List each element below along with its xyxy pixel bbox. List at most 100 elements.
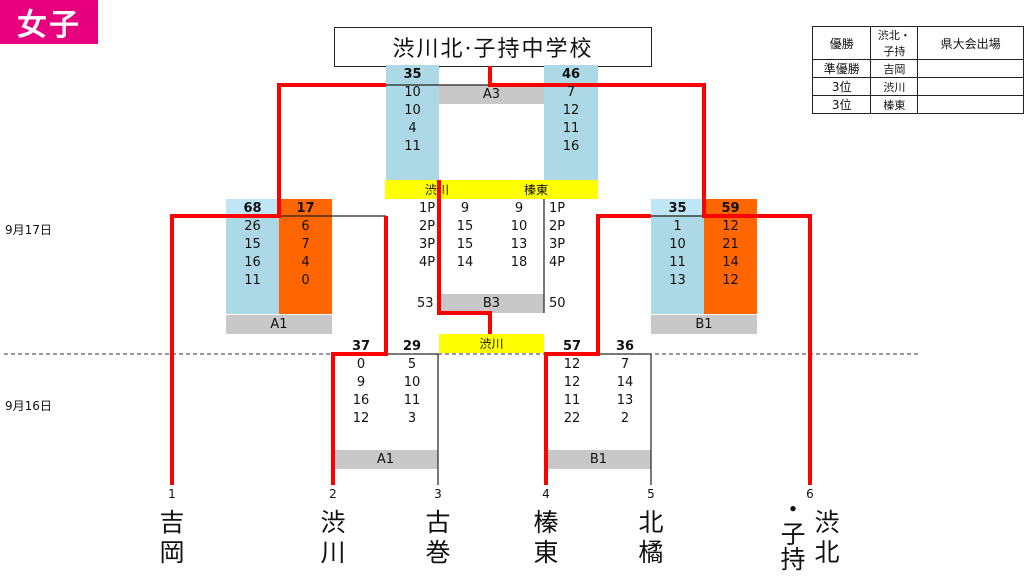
team-name-shibukawa: 渋 川 xyxy=(316,508,350,568)
score-period: 10 xyxy=(404,85,421,100)
team-name-char: 東 xyxy=(533,538,559,567)
semi-a-left-top-bg xyxy=(226,199,279,215)
team-number: 6 xyxy=(806,487,814,501)
score-total: 46 xyxy=(561,67,581,82)
rank-cell: 準優勝 xyxy=(811,59,872,78)
team-name-char: ・ xyxy=(780,495,806,524)
final-left-scores: 35 10 10 4 11 xyxy=(386,66,439,156)
final-right-scores: 46 7 12 11 16 xyxy=(544,66,598,156)
score-period: 15 xyxy=(456,219,474,234)
game-label-a1-lower: A1 xyxy=(333,450,438,469)
score-period: 10 xyxy=(403,375,421,390)
b3-period-labels-right: 1P 2P 3P 4P xyxy=(544,200,570,272)
score-period: 11 xyxy=(404,139,421,154)
period-label: 3P xyxy=(418,237,436,252)
score-period: 16 xyxy=(562,139,580,154)
table-row: 3位 榛東 xyxy=(811,95,1024,114)
score-period: 16 xyxy=(244,255,261,270)
score-total: 59 xyxy=(721,201,740,216)
period-label: 1P xyxy=(418,201,436,216)
score-period: 14 xyxy=(456,255,474,270)
semi-a-right-bg xyxy=(279,199,332,314)
score-period: 13 xyxy=(616,393,634,408)
score-period: 3 xyxy=(407,411,417,426)
score-total: 29 xyxy=(402,339,422,354)
score-period: 12 xyxy=(562,103,580,118)
page-title: 渋川北·子持中学校 xyxy=(334,27,652,67)
score-total: 68 xyxy=(243,201,262,216)
team-name-char: 吉 xyxy=(159,508,185,537)
score-period: 18 xyxy=(510,255,528,270)
score-period: 7 xyxy=(566,85,576,100)
team-number: 3 xyxy=(434,487,442,501)
semi-b-left-bg xyxy=(651,215,704,314)
semi-b-left-scores: 35 1 10 11 13 xyxy=(651,200,704,290)
score-period: 11 xyxy=(669,255,686,270)
score-total: 57 xyxy=(562,339,582,354)
final-left-bg xyxy=(386,65,439,180)
team-name-char: 持 xyxy=(780,545,806,574)
score-period: 4 xyxy=(408,121,417,136)
score-period: 10 xyxy=(669,237,686,252)
semi-a-right-scores: 17 6 7 4 0 xyxy=(279,200,332,290)
score-period: 10 xyxy=(404,103,421,118)
team-cell: 渋北・子持 xyxy=(870,26,919,60)
semi-a-left-bg xyxy=(226,215,279,314)
team-name-char: 川 xyxy=(320,538,346,567)
game-label-b1-upper: B1 xyxy=(651,315,757,334)
team-name-hokkitsu: 北 橘 xyxy=(634,508,668,568)
score-total: 35 xyxy=(403,67,422,82)
team-number: 5 xyxy=(647,487,655,501)
b3-winner-banner: 渋川 xyxy=(439,334,544,353)
score-period: 11 xyxy=(244,273,261,288)
rank-cell: 優勝 xyxy=(811,26,872,60)
score-total: 17 xyxy=(296,201,315,216)
team-number: 2 xyxy=(329,487,337,501)
score-period: 9 xyxy=(356,375,366,390)
score-period: 26 xyxy=(244,219,261,234)
score-period: 0 xyxy=(301,273,310,288)
score-period: 15 xyxy=(456,237,474,252)
team-name-shibukita: 渋 北 xyxy=(810,508,844,568)
winner-path-b3-base xyxy=(437,294,492,334)
note-cell: 県大会出場 xyxy=(917,26,1024,60)
date-label-16: 9月16日 xyxy=(5,399,52,413)
team-name-char: 渋 xyxy=(320,508,346,537)
team-number: 4 xyxy=(542,487,550,501)
period-label: 2P xyxy=(548,219,566,234)
score-period: 12 xyxy=(722,219,739,234)
score-period: 9 xyxy=(460,201,470,216)
team-name-char: 北 xyxy=(814,538,840,567)
game-label-a1-upper: A1 xyxy=(226,315,332,334)
score-period: 14 xyxy=(616,375,634,390)
period-label: 3P xyxy=(548,237,566,252)
period-label: 2P xyxy=(418,219,436,234)
team-name-char: 岡 xyxy=(159,538,185,567)
score-period: 4 xyxy=(301,255,310,270)
team-name-char: 古 xyxy=(425,508,451,537)
score-period: 2 xyxy=(620,411,630,426)
final-banner-right: 榛東 xyxy=(524,183,549,197)
semi-b-right-bg xyxy=(704,199,757,314)
team-name-yoshioka: 吉 岡 xyxy=(155,508,189,568)
team-name-char: 橘 xyxy=(638,538,664,567)
score-period: 21 xyxy=(722,237,739,252)
r1-a-left-scores: 37 0 9 16 12 xyxy=(346,338,376,428)
team-name-char: 北 xyxy=(638,508,664,537)
game-label-b1-lower: B1 xyxy=(546,450,651,469)
score-period: 13 xyxy=(669,273,686,288)
date-label-17: 9月17日 xyxy=(5,223,52,237)
b3-left-scores: 9 15 15 14 xyxy=(452,200,478,272)
winner-path-shinto xyxy=(544,214,651,485)
score-period: 11 xyxy=(563,393,581,408)
score-period: 22 xyxy=(563,411,581,426)
period-label: 1P xyxy=(548,201,566,216)
score-period: 11 xyxy=(403,393,421,408)
r1-b-left-scores: 57 12 12 11 22 xyxy=(557,338,587,428)
period-label: 4P xyxy=(548,255,566,270)
score-period: 12 xyxy=(352,411,370,426)
b3-left-total: 53 xyxy=(417,296,434,311)
score-period: 16 xyxy=(352,393,370,408)
semi-b-left-top-bg xyxy=(651,199,704,215)
